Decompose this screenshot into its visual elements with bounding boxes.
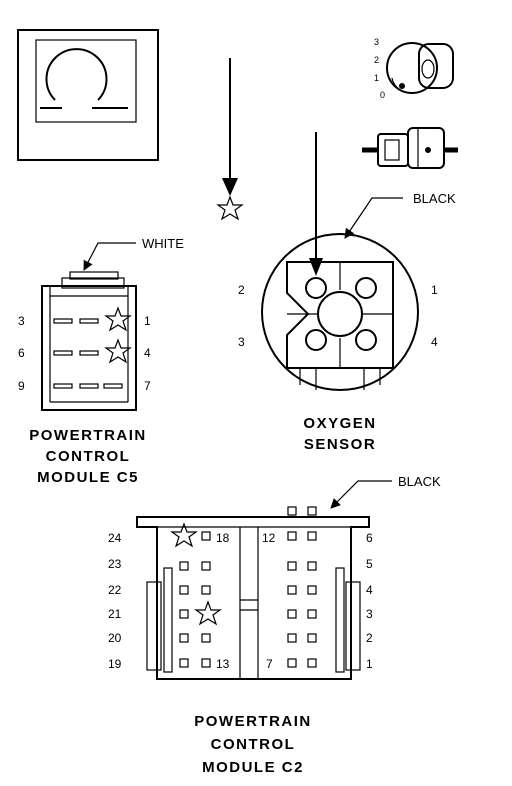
test-point-arrow: [216, 58, 244, 221]
pcm-c2-connector: [136, 480, 392, 680]
c2-pin-label-1: 1: [366, 657, 373, 671]
c2-pin-label-13: 13: [216, 657, 230, 671]
sensor-pin-label-1: 1: [431, 283, 438, 297]
c5-pin-label-1: 1: [144, 314, 151, 328]
pcm-c5-title-1: POWERTRAIN: [29, 427, 147, 444]
svg-text:2: 2: [374, 55, 379, 65]
oxygen-sensor-wire-color: BLACK: [413, 191, 456, 206]
sensor-center-hole: [317, 291, 363, 337]
pcm-c2-wire-color: BLACK: [398, 474, 441, 489]
c2-pin-label-6: 6: [366, 531, 373, 545]
sensor-pin-label-4: 4: [431, 335, 438, 349]
star-icon: [170, 522, 198, 548]
c2-pin-label-22: 22: [108, 583, 122, 597]
c2-pin-label-7: 7: [266, 657, 273, 671]
c2-pin-label-19: 19: [108, 657, 122, 671]
sensor-pin-3: [305, 329, 327, 351]
pcm-c5-connector: [41, 242, 137, 411]
c2-pin-label-2: 2: [366, 631, 373, 645]
oxygen-sensor-title-2: SENSOR: [304, 436, 376, 453]
inline-connector-icon: [362, 127, 458, 169]
c5-pin-label-7: 7: [144, 379, 151, 393]
omega-icon: [45, 48, 108, 101]
pcm-c2-title-1: POWERTRAIN: [194, 713, 312, 730]
c2-pin-label-3: 3: [366, 607, 373, 621]
c5-pin-label-4: 4: [144, 346, 151, 360]
sensor-pin-label-2: 2: [238, 283, 245, 297]
c5-pin-label-9: 9: [18, 379, 25, 393]
pcm-c5-title-3: MODULE C5: [37, 469, 139, 486]
c2-pin-label-24: 24: [108, 531, 122, 545]
c5-pin-label-6: 6: [18, 346, 25, 360]
sensor-pin-label-3: 3: [238, 335, 245, 349]
star-icon: [104, 338, 132, 364]
pcm-c5-wire-color: WHITE: [142, 236, 184, 251]
c5-pin-label-3: 3: [18, 314, 25, 328]
ignition-key-icon: 3 2 1 0: [374, 37, 454, 100]
omega-symbol-box: [17, 29, 159, 161]
c2-pin-label-4: 4: [366, 583, 373, 597]
svg-text:0: 0: [380, 90, 385, 100]
sensor-pin-4: [355, 329, 377, 351]
star-icon: [216, 195, 244, 221]
pcm-c2-title-2: CONTROL: [211, 736, 296, 753]
c2-pin-label-23: 23: [108, 557, 122, 571]
star-icon: [104, 306, 132, 332]
sensor-pin-1: [355, 277, 377, 299]
star-icon: [194, 600, 222, 626]
pcm-c5-title-2: CONTROL: [46, 448, 131, 465]
svg-text:1: 1: [374, 73, 379, 83]
oxygen-sensor-title-1: OXYGEN: [303, 415, 376, 432]
c2-pin-label-21: 21: [108, 607, 122, 621]
c2-pin-label-18: 18: [216, 531, 230, 545]
c2-pin-label-5: 5: [366, 557, 373, 571]
svg-text:3: 3: [374, 37, 379, 47]
c2-pin-label-20: 20: [108, 631, 122, 645]
pcm-c2-title-3: MODULE C2: [202, 759, 304, 776]
sensor-pin-2: [305, 277, 327, 299]
c2-pin-label-12: 12: [262, 531, 276, 545]
oxygen-sensor-connector: [261, 132, 419, 391]
